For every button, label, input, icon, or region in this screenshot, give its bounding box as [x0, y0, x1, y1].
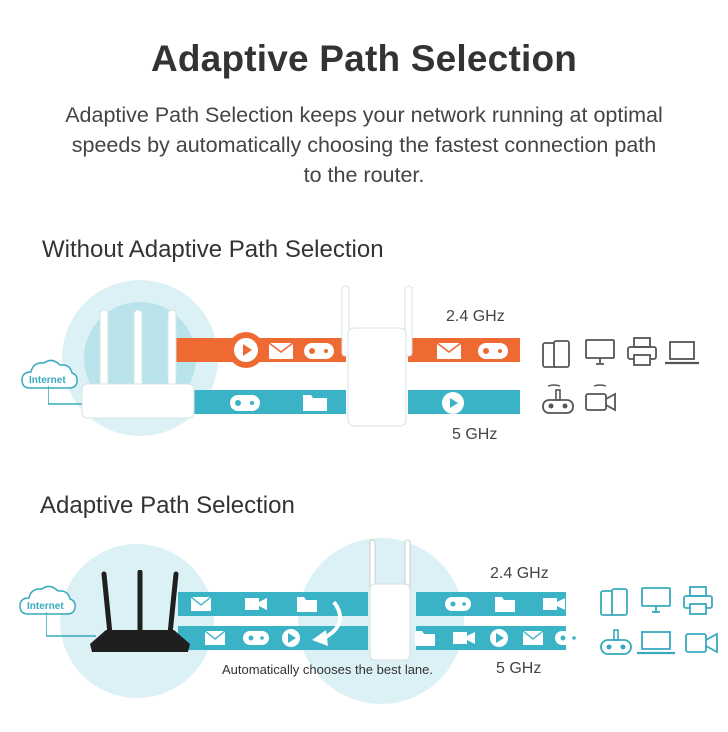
extender-icon — [362, 538, 418, 662]
play-icon — [488, 627, 510, 649]
tablet-icon — [540, 338, 572, 370]
folder-icon — [302, 392, 328, 412]
tablet-icon — [598, 586, 630, 618]
without-section-label: Without Adaptive Path Selection — [42, 236, 384, 264]
camera-icon — [684, 630, 720, 656]
internet-label: Internet — [27, 601, 64, 612]
mail-icon — [268, 342, 294, 360]
video-icon — [452, 630, 476, 646]
gamepad-icon — [228, 392, 262, 414]
white-router-icon — [78, 308, 198, 420]
folder-icon — [296, 595, 318, 613]
gamepad-icon — [242, 628, 270, 648]
mail-icon — [522, 630, 544, 646]
video-icon — [244, 596, 268, 612]
folder-icon — [494, 595, 516, 613]
play-icon — [226, 330, 266, 370]
internet-label: Internet — [29, 375, 66, 386]
black-router-icon — [88, 570, 192, 658]
with-section-label: Adaptive Path Selection — [40, 492, 295, 520]
robot-icon — [540, 384, 576, 416]
folder-icon — [414, 629, 436, 647]
camera-icon — [584, 384, 618, 414]
play-icon — [440, 390, 466, 416]
laptop-icon — [636, 630, 676, 656]
play-icon — [280, 627, 302, 649]
gamepad-icon — [302, 340, 336, 362]
band-24ghz-label: 2.4 GHz — [446, 308, 505, 326]
mail-icon — [190, 596, 212, 612]
video-icon — [542, 596, 566, 612]
printer-icon — [626, 336, 658, 368]
extender-icon — [334, 284, 420, 428]
auto-lane-caption: Automatically chooses the best lane. — [222, 662, 433, 677]
gamepad-icon — [554, 628, 582, 648]
band-24ghz-label: 2.4 GHz — [490, 565, 549, 583]
gamepad-icon — [476, 340, 510, 362]
mail-icon — [436, 342, 462, 360]
gamepad-icon — [444, 594, 472, 614]
band-5ghz-label: 5 GHz — [496, 660, 541, 678]
mail-icon — [204, 630, 226, 646]
page-title: Adaptive Path Selection — [0, 38, 728, 80]
laptop-icon — [664, 340, 700, 366]
band-5ghz-label: 5 GHz — [452, 426, 497, 444]
monitor-icon — [584, 338, 616, 368]
printer-icon — [682, 585, 714, 617]
page-subtitle: Adaptive Path Selection keeps your netwo… — [60, 100, 668, 190]
robot-icon — [598, 626, 634, 658]
monitor-icon — [640, 586, 672, 616]
